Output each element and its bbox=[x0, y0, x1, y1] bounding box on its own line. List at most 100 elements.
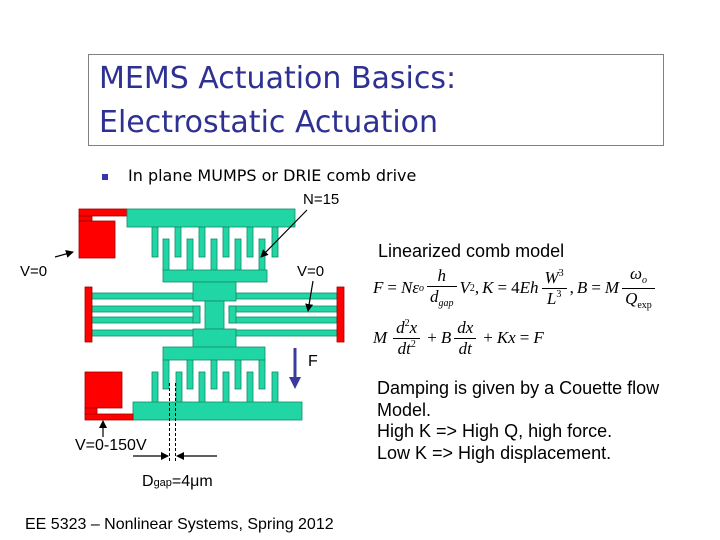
eq-number: 4 bbox=[511, 278, 520, 297]
eq-symbol: N bbox=[400, 278, 413, 297]
shuttle-block-lower bbox=[192, 328, 237, 349]
anchor-pad bbox=[84, 371, 123, 409]
comb-finger bbox=[222, 226, 230, 258]
eq-separator: , bbox=[474, 278, 480, 297]
comb-finger bbox=[186, 359, 194, 390]
label-gap: Dgap=4μm bbox=[142, 474, 213, 490]
beam-fold bbox=[228, 305, 237, 324]
comb-finger bbox=[210, 238, 218, 272]
beam bbox=[228, 305, 338, 313]
anchor-bottom-left bbox=[84, 371, 134, 421]
moving-comb-bottom bbox=[162, 346, 266, 390]
eq-symbol: K bbox=[482, 278, 494, 297]
anchor-strip bbox=[84, 413, 134, 421]
eq-subscript: o bbox=[641, 275, 647, 286]
eq-fraction: ωo Qexp bbox=[622, 265, 655, 311]
beam bbox=[91, 305, 201, 313]
label-n-fingers: N=15 bbox=[303, 191, 340, 208]
eq-symbol: Kx bbox=[496, 328, 516, 347]
damping-line: Model. bbox=[377, 399, 432, 420]
beam bbox=[91, 316, 201, 324]
comb-finger bbox=[198, 371, 206, 404]
title-box bbox=[88, 54, 664, 146]
anchor-tab bbox=[78, 215, 93, 222]
eq-fraction: h dgap bbox=[427, 266, 457, 309]
eq-symbol: ε bbox=[412, 278, 420, 297]
arrow-icon bbox=[305, 280, 314, 312]
beam-fold bbox=[192, 305, 201, 324]
eq-operator: + bbox=[427, 328, 437, 347]
anchor-top-left bbox=[78, 208, 128, 259]
comb-finger bbox=[151, 226, 159, 258]
comb-finger bbox=[234, 359, 242, 390]
equation-force-stiffness-damping: F = N ε o h dgap V 2 , K = 4 Eh W3 L3 , … bbox=[373, 265, 658, 311]
damping-line: High K => High Q, high force. bbox=[377, 421, 613, 441]
eq-numerator: ω bbox=[629, 264, 642, 283]
title-line-1: MEMS Actuation Basics: bbox=[99, 61, 457, 96]
eq-numerator: dx bbox=[454, 318, 477, 339]
beam bbox=[91, 292, 194, 300]
gap-dashed-lines bbox=[169, 383, 176, 463]
comb-finger bbox=[186, 238, 194, 272]
comb-finger bbox=[246, 226, 254, 258]
shuttle-block-upper bbox=[192, 281, 237, 302]
shuttle-and-beams bbox=[91, 281, 338, 349]
beam bbox=[235, 329, 338, 337]
eq-symbol: F bbox=[533, 328, 544, 347]
eq-numerator: d bbox=[396, 317, 405, 337]
gap-subscript: gap bbox=[153, 477, 172, 489]
eq-denominator: Q bbox=[625, 288, 638, 308]
eq-subscript: o bbox=[419, 282, 425, 294]
comb-finger bbox=[162, 359, 170, 390]
eq-operator: = bbox=[519, 328, 530, 347]
eq-operator: = bbox=[387, 278, 397, 297]
anchor-left bbox=[84, 286, 93, 343]
square-bullet-icon bbox=[102, 174, 108, 180]
arrow-icon bbox=[260, 209, 308, 258]
eq-superscript: 3 bbox=[556, 288, 562, 300]
fixed-comb-bottom bbox=[132, 371, 303, 421]
eq-symbol: F bbox=[373, 278, 384, 297]
comb-finger bbox=[234, 238, 242, 272]
equation-of-motion: M d2x dt2 + B dx dt + Kx = F bbox=[373, 318, 544, 358]
eq-fraction: dx dt bbox=[454, 318, 477, 358]
eq-denominator: dt bbox=[397, 338, 411, 358]
anchor-strip bbox=[78, 208, 128, 217]
title-line-2: Electrostatic Actuation bbox=[99, 105, 439, 140]
slide-title: MEMS Actuation Basics: Electrostatic Act… bbox=[99, 57, 456, 145]
comb-spine bbox=[132, 401, 303, 421]
comb-finger bbox=[174, 226, 182, 258]
eq-fraction: d2x dt2 bbox=[393, 317, 421, 358]
model-heading: Linearized comb model bbox=[378, 241, 565, 261]
label-force: F bbox=[308, 353, 318, 370]
slide-footer: EE 5323 – Nonlinear Systems, Spring 2012 bbox=[25, 516, 334, 533]
eq-superscript: 2 bbox=[404, 317, 410, 329]
comb-spine bbox=[162, 269, 268, 283]
eq-denominator: L bbox=[546, 288, 557, 308]
eq-symbol: V bbox=[459, 278, 470, 297]
eq-symbol: B bbox=[576, 278, 588, 297]
comb-finger bbox=[271, 371, 279, 404]
eq-symbol: M bbox=[604, 278, 620, 297]
comb-finger bbox=[258, 238, 266, 272]
bullet-text: In plane MUMPS or DRIE comb drive bbox=[128, 166, 417, 185]
eq-operator: + bbox=[483, 328, 493, 347]
beam bbox=[235, 292, 338, 300]
eq-separator: , bbox=[569, 278, 574, 297]
eq-subscript: gap bbox=[438, 297, 454, 309]
eq-numerator: x bbox=[409, 317, 418, 337]
label-v-drive: V=0-150V bbox=[75, 437, 147, 454]
eq-operator: = bbox=[497, 278, 508, 297]
eq-denominator: d bbox=[430, 286, 439, 306]
eq-symbol: B bbox=[440, 328, 452, 347]
comb-spine bbox=[162, 346, 266, 361]
gap-symbol: D bbox=[142, 473, 154, 490]
beam bbox=[91, 329, 194, 337]
eq-numerator: h bbox=[427, 266, 457, 287]
eq-symbol: M bbox=[373, 328, 388, 347]
anchor-pad bbox=[78, 220, 116, 259]
eq-denominator: dt bbox=[458, 338, 472, 358]
gap-value: =4μm bbox=[171, 473, 213, 490]
